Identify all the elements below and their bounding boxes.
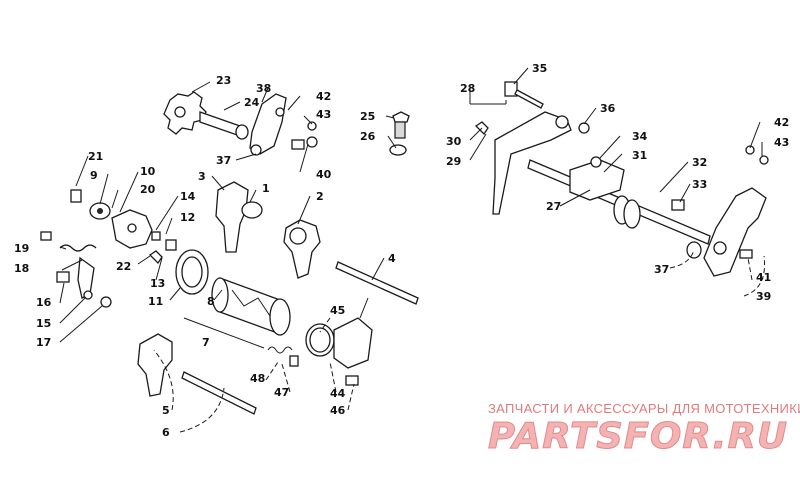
fork-shaft-6: [181, 371, 257, 415]
label-42b: 42: [774, 116, 789, 129]
shift-arm-39: [703, 187, 767, 277]
drain-bolt: [389, 111, 410, 156]
label-9: 9: [90, 169, 98, 182]
label-26: 26: [360, 130, 376, 143]
label-32: 32: [692, 156, 707, 169]
label-11: 11: [148, 295, 163, 308]
shift-shaft-assembly: [163, 91, 249, 140]
label-20: 20: [140, 183, 156, 196]
label-12: 12: [180, 211, 195, 224]
label-36: 36: [600, 102, 616, 115]
label-37b: 37: [654, 263, 669, 276]
label-33: 33: [692, 178, 707, 191]
nut-43: [759, 155, 769, 165]
label-43a: 43: [316, 108, 331, 121]
label-44: 44: [330, 387, 346, 400]
label-17: 17: [36, 336, 51, 349]
bolt-35: [504, 81, 544, 109]
label-35: 35: [532, 62, 547, 75]
label-18: 18: [14, 262, 29, 275]
watermark-logo: PARTSFOR.RU: [488, 416, 788, 457]
label-19: 19: [14, 242, 29, 255]
watermark-caption: ЗАПЧАСТИ И АКСЕССУАРЫ ДЛЯ МОТОТЕХНИКИ: [488, 401, 800, 416]
spring-pin: [267, 346, 299, 367]
label-2: 2: [316, 190, 324, 203]
label-1: 1: [262, 182, 270, 195]
label-45: 45: [330, 304, 345, 317]
label-47: 47: [274, 386, 289, 399]
label-5: 5: [162, 404, 170, 417]
label-34: 34: [632, 130, 648, 143]
label-6: 6: [162, 426, 170, 439]
label-23: 23: [216, 74, 231, 87]
shift-arm: [249, 93, 318, 156]
shift-drum: [211, 277, 291, 336]
bearing: [175, 249, 209, 295]
label-4: 4: [388, 252, 396, 265]
shift-fork-2: [283, 219, 321, 279]
label-15: 15: [36, 317, 51, 330]
label-7: 7: [202, 336, 210, 349]
label-29: 29: [446, 155, 461, 168]
shift-fork-3: [215, 181, 263, 253]
label-43b: 43: [774, 136, 789, 149]
shift-lever-28: [474, 111, 572, 215]
label-30: 30: [446, 135, 462, 148]
label-22: 22: [116, 260, 131, 273]
washer-37: [686, 241, 702, 259]
bolt-33: [671, 199, 685, 211]
label-28: 28: [460, 82, 475, 95]
label-39: 39: [756, 290, 771, 303]
part-number-labels: 23 24 38 42 43 37 40 25 26 21 9 10 20 3 …: [14, 62, 789, 439]
shift-shaft-27: [527, 156, 711, 245]
washer-42: [745, 145, 755, 155]
label-48: 48: [250, 372, 265, 385]
label-16: 16: [36, 296, 52, 309]
label-27: 27: [546, 200, 561, 213]
stopper-assembly: [70, 189, 177, 265]
label-14: 14: [180, 190, 196, 203]
label-24: 24: [244, 96, 260, 109]
leader-lines: [59, 67, 766, 433]
drum-cover: [305, 297, 373, 386]
washer-36: [578, 122, 590, 134]
label-38: 38: [256, 82, 271, 95]
label-40: 40: [316, 168, 332, 181]
label-31: 31: [632, 149, 647, 162]
label-10: 10: [140, 165, 156, 178]
label-37a: 37: [216, 154, 231, 167]
label-41: 41: [756, 271, 771, 284]
label-3: 3: [198, 170, 206, 183]
fork-shaft-4: [335, 261, 419, 305]
label-21: 21: [88, 150, 103, 163]
watermark: ЗАПЧАСТИ И АКСЕССУАРЫ ДЛЯ МОТОТЕХНИКИ PA…: [488, 401, 800, 458]
label-25: 25: [360, 110, 375, 123]
bracket-7: [183, 317, 265, 349]
label-8: 8: [207, 295, 215, 308]
detent-assembly: [40, 231, 112, 308]
label-42a: 42: [316, 90, 331, 103]
shift-fork-5: [137, 333, 173, 397]
label-46: 46: [330, 404, 346, 417]
label-13: 13: [150, 277, 165, 290]
